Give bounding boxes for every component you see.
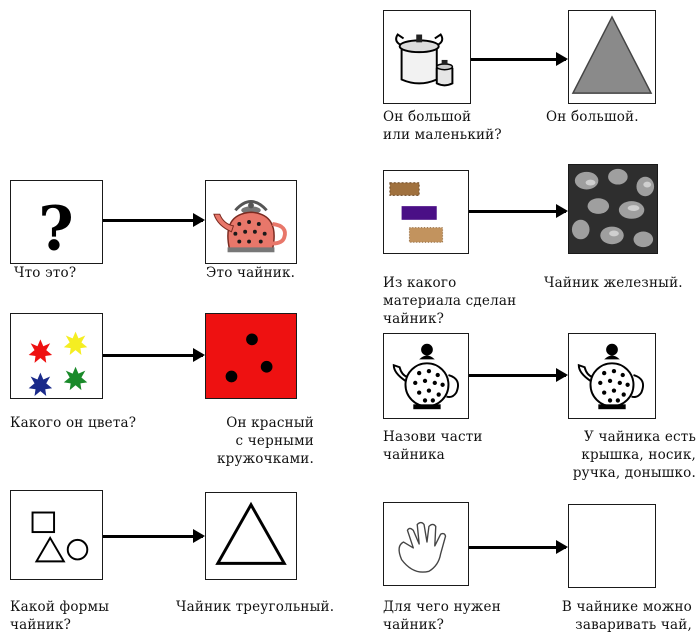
color-question-text: Какого он цвета? [10,415,137,431]
parts-question-text: Назови части чайника [383,429,483,463]
parts-question-card [383,333,469,419]
material-answer-text: Чайник железный. [544,275,683,291]
purpose-arrow [469,540,568,554]
purpose-answer-card [568,504,656,588]
shape-answer-text: Чайник треугольный. [176,599,335,615]
size-arrow [471,52,568,66]
shape-question-text: Какой формы чайник? [10,599,110,633]
pots-icon [395,33,454,87]
what-question-text: Что это? [14,265,77,281]
shapes-icon [31,511,89,563]
parts-answer-card [568,333,656,419]
gray-triangle-icon [571,15,653,94]
what-answer-text: Это чайник. [206,265,296,281]
material-arrow [469,204,568,218]
purpose-question-card [383,502,469,586]
parts-answer-text: У чайника есть крышка, носик, ручка, дон… [572,429,696,481]
size-question-text: Он большой или маленький? [383,109,502,143]
shape-answer-card [205,492,297,580]
color-answer-text: Он красный с черными кружочками. [217,415,314,467]
color-question-card [10,313,103,399]
shape-arrow [103,529,205,543]
color-arrow [103,348,205,362]
color-answer-card [205,313,297,399]
material-question-text: Из какого материала сделан чайник? [383,275,517,327]
svg-text:?: ? [38,193,73,263]
what-answer-card [205,180,297,264]
material-swatches-icon [389,182,444,243]
color-blots-icon [28,331,88,397]
dotted-teapot-icon [392,343,459,410]
triangle-outline-icon [215,501,287,565]
size-answer-card [568,10,656,104]
question-mark-icon: ? [38,193,73,263]
metal-texture-icon [569,165,657,253]
material-question-card [383,170,469,254]
dotted-teapot-icon [577,343,644,410]
material-answer-card [568,164,658,254]
red-teapot-icon [213,200,287,253]
what-arrow [103,213,205,227]
red-square-black-dots-icon [206,314,296,398]
purpose-question-text: Для чего нужен чайник? [383,599,501,633]
shape-question-card [10,490,103,580]
parts-arrow [469,368,568,382]
hand-icon [398,521,447,573]
what-question-card: ? [10,180,103,264]
size-answer-text: Он большой. [546,109,639,125]
size-question-card [383,10,471,104]
purpose-answer-text: В чайнике можно заваривать чай, [561,599,692,633]
